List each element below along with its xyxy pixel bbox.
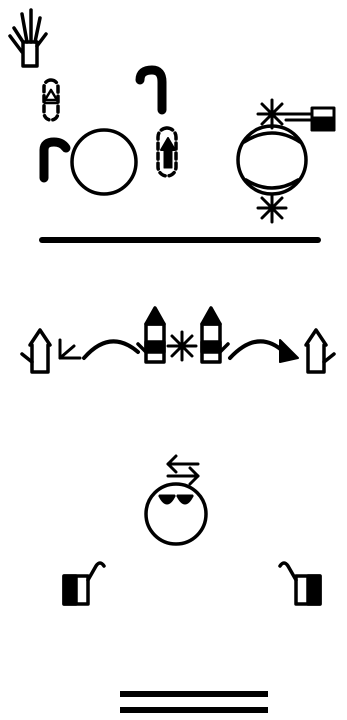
head-circle-icon — [72, 130, 136, 194]
hand-open-fingers-icon — [10, 10, 46, 66]
pointer-line-icon — [286, 108, 334, 130]
hand-outline-left-icon — [22, 330, 50, 372]
face-circle-icon — [238, 126, 306, 194]
double-arrow-icon — [168, 456, 198, 484]
sign-2 — [22, 308, 334, 372]
curved-arrow-right-icon — [230, 341, 284, 358]
contact-star-bottom-icon — [258, 194, 286, 222]
end-double-line — [120, 694, 268, 710]
curved-arrow-left-icon — [84, 341, 138, 358]
hand-filled-tip-1-icon — [138, 308, 164, 362]
hand-filled-tip-2-icon — [202, 308, 228, 362]
sign-3 — [64, 456, 320, 604]
filled-arrow-head-icon — [280, 340, 298, 362]
arrow-head-small-icon — [60, 340, 80, 358]
hand-hook-left-icon — [64, 563, 104, 604]
contact-star-top-icon — [258, 100, 286, 128]
hand-hook-right-icon — [280, 563, 320, 604]
sign-1 — [10, 10, 334, 240]
movement-oval-right-icon — [158, 128, 176, 176]
head-circle-eyes-icon — [146, 484, 206, 544]
bold-hook-icon — [140, 70, 162, 110]
contact-star-middle-icon — [168, 332, 196, 360]
bold-hook-left-icon — [44, 142, 66, 178]
movement-oval-left-icon — [44, 80, 58, 120]
hand-outline-right-icon — [306, 330, 334, 372]
